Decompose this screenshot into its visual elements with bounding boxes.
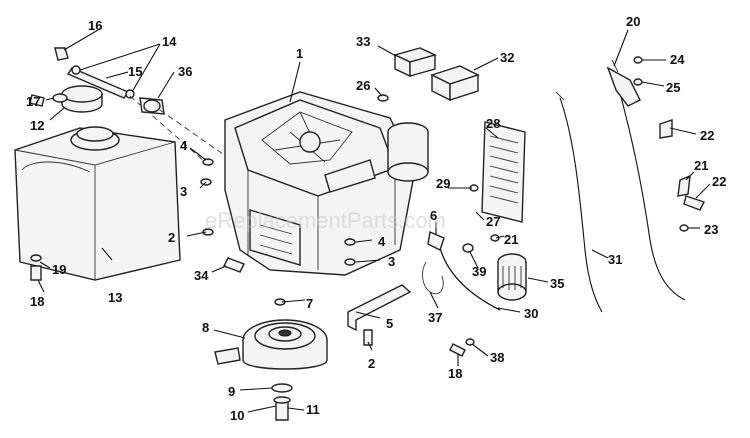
callout-25: 25 (666, 80, 680, 95)
callout-14: 14 (162, 34, 177, 49)
callout-32: 32 (500, 50, 514, 65)
callout-35: 35 (550, 276, 564, 291)
fastener-group (30, 94, 500, 357)
callout-21b: 21 (694, 158, 708, 173)
throttle-cable (555, 91, 603, 313)
clutch-bolt (273, 396, 291, 421)
cap-gasket (52, 93, 68, 103)
callout-26: 26 (356, 78, 370, 93)
clutch-washer (271, 383, 293, 393)
callout-24: 24 (670, 52, 685, 67)
callout-11: 11 (306, 402, 320, 417)
callout-37: 37 (428, 310, 442, 325)
callout-10: 10 (230, 408, 244, 423)
foam-block-33 (392, 47, 438, 78)
callout-36: 36 (178, 64, 192, 79)
tank-fitting (54, 47, 69, 61)
oil-filter (497, 253, 527, 301)
callout-3: 3 (180, 184, 187, 199)
callout-20: 20 (626, 14, 640, 29)
fuel-filter (139, 97, 165, 115)
callout-15: 15 (128, 64, 142, 79)
callout-5: 5 (386, 316, 393, 331)
callout-39: 39 (472, 264, 486, 279)
callout-17: 17 (26, 94, 40, 109)
mounting-bracket (347, 284, 412, 332)
fuel-tank (14, 126, 181, 281)
callout-16: 16 (88, 18, 102, 33)
callout-2: 2 (168, 230, 175, 245)
callout-22b: 22 (712, 174, 726, 189)
callout-23: 23 (704, 222, 718, 237)
callout-31: 31 (608, 252, 622, 267)
callout-30: 30 (524, 306, 538, 321)
callout-9: 9 (228, 384, 235, 399)
engine (224, 91, 416, 276)
callout-19: 19 (52, 262, 66, 277)
heat-shield (481, 121, 526, 223)
callout-27: 27 (486, 214, 500, 229)
control-cable (606, 59, 686, 301)
fuel-routing-line (129, 95, 213, 169)
callout-3b: 3 (388, 254, 395, 269)
callout-29: 29 (436, 176, 450, 191)
callout-6: 6 (430, 208, 437, 223)
callout-38: 38 (490, 350, 504, 365)
callout-1: 1 (296, 46, 303, 61)
fuel-cap (61, 85, 103, 113)
electric-clutch (214, 319, 328, 370)
callout-21: 21 (504, 232, 518, 247)
fuel-line (66, 65, 135, 99)
watermark: eReplacementParts.com (205, 208, 446, 233)
callout-22: 22 (700, 128, 714, 143)
elbow-fitting (427, 231, 445, 251)
callout-7: 7 (306, 296, 313, 311)
callout-2b: 2 (368, 356, 375, 371)
callout-18b: 18 (448, 366, 462, 381)
callout-28: 28 (486, 116, 500, 131)
callout-33: 33 (356, 34, 370, 49)
leader-lines (37, 29, 711, 413)
callout-12: 12 (30, 118, 44, 133)
callout-34: 34 (194, 268, 209, 283)
callout-4: 4 (180, 138, 188, 153)
callout-4b: 4 (378, 234, 386, 249)
callout-13: 13 (108, 290, 122, 305)
callout-18: 18 (30, 294, 44, 309)
cable-clips (29, 56, 705, 232)
callout-8: 8 (202, 320, 209, 335)
callout-labels: 1 2 2 3 3 4 4 5 6 7 8 9 10 11 12 13 14 1… (26, 14, 726, 423)
air-cleaner (387, 122, 429, 182)
foam-block-32 (430, 65, 480, 102)
